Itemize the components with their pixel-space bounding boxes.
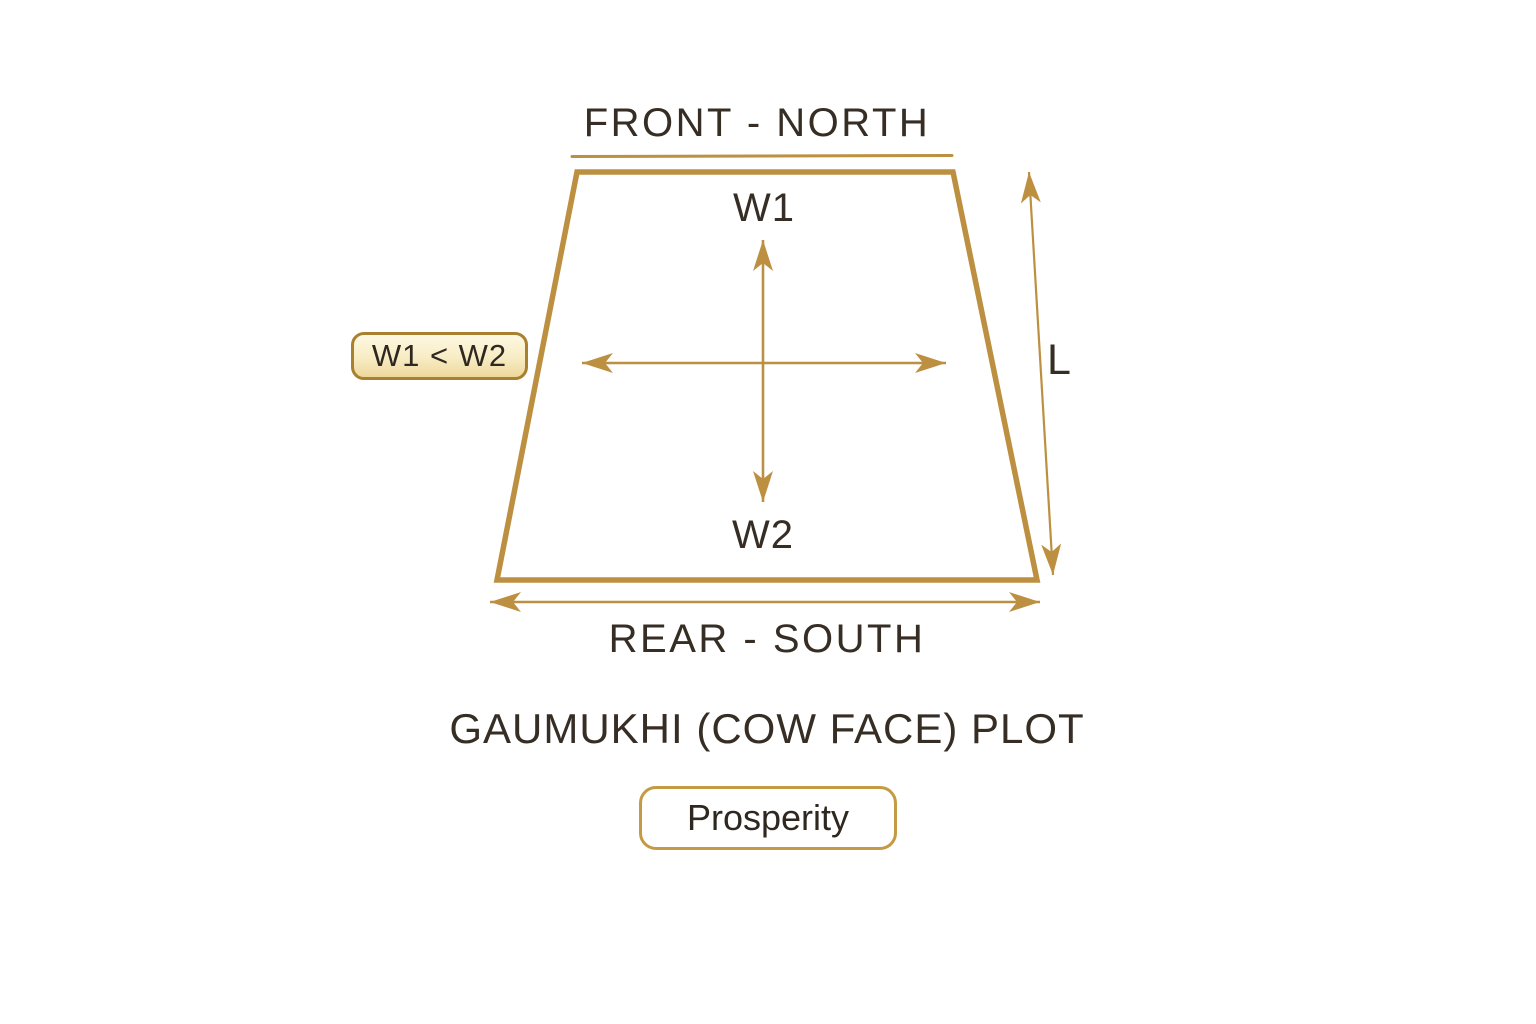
front-underline	[570, 154, 954, 158]
w2-label: W2	[732, 513, 794, 557]
width-condition-badge: W1 < W2	[351, 332, 528, 380]
rear-south-label: REAR - SOUTH	[608, 617, 926, 661]
w1-label: W1	[733, 186, 795, 230]
length-arrow	[1020, 171, 1062, 576]
front-north-label: FRONT - NORTH	[583, 101, 931, 145]
benefit-badge: Prosperity	[639, 786, 897, 850]
diagram-title: GAUMUKHI (COW FACE) PLOT	[449, 705, 1085, 752]
width-condition-text: W1 < W2	[371, 338, 508, 373]
benefit-badge-text: Prosperity	[686, 797, 850, 838]
length-label: L	[1047, 336, 1071, 384]
